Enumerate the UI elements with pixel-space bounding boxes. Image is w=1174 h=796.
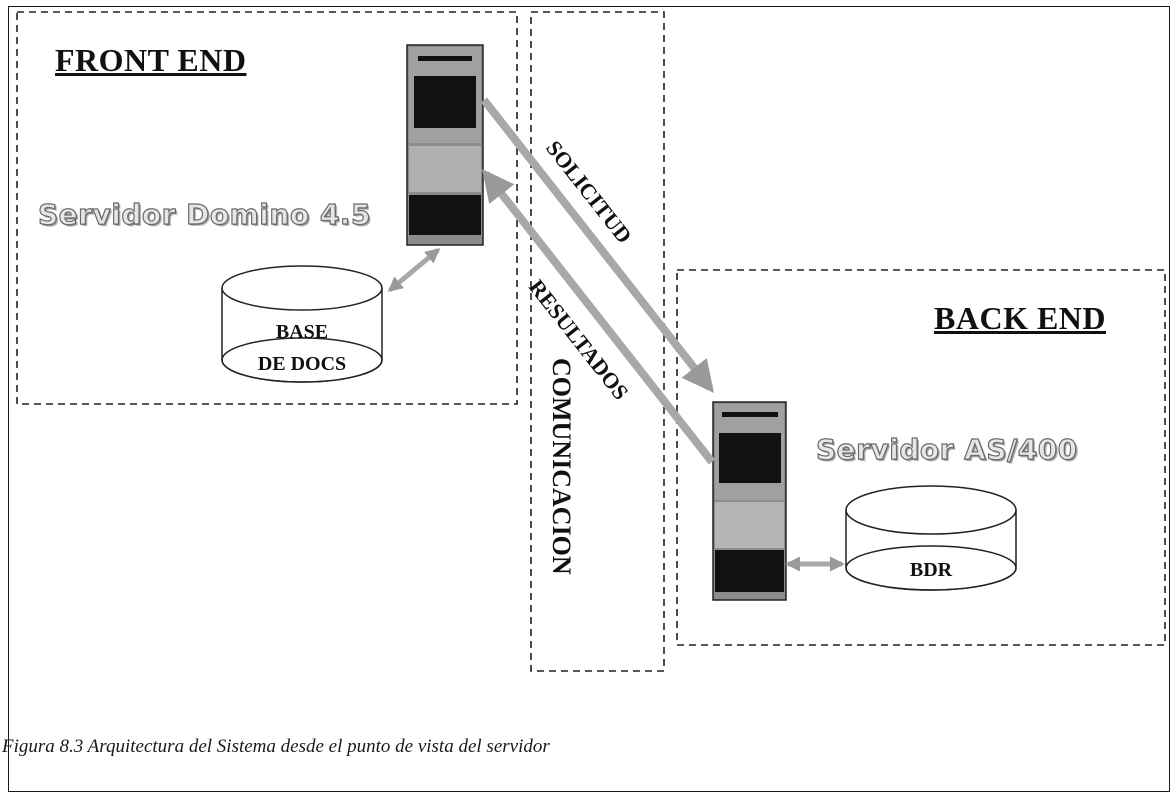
communication-label: COMUNICACION (547, 358, 576, 575)
request-arrow (480, 97, 714, 394)
domino-server-icon (406, 44, 484, 246)
back-end-region (676, 269, 1166, 646)
domino-db-link-arrow (387, 248, 441, 292)
as400-server-label: Servidor AS/400 (815, 432, 1078, 466)
figure-caption: Figura 8.3 Arquitectura del Sistema desd… (2, 736, 550, 757)
docs-database-icon: BASE DE DOCS (221, 265, 383, 383)
docs-db-label-line2: DE DOCS (258, 353, 346, 375)
front-end-title: FRONT END (55, 42, 247, 78)
results-arrow (482, 168, 716, 465)
bdr-database-icon: BDR (845, 485, 1017, 591)
back-end-title: BACK END (934, 300, 1107, 336)
figure-frame (8, 6, 1170, 792)
domino-server-label: Servidor Domino 4.5 (37, 197, 371, 231)
docs-db-label-line1: BASE (276, 321, 328, 343)
as400-server-icon (712, 401, 787, 601)
bdr-db-label: BDR (910, 559, 953, 581)
communication-region (530, 11, 665, 672)
